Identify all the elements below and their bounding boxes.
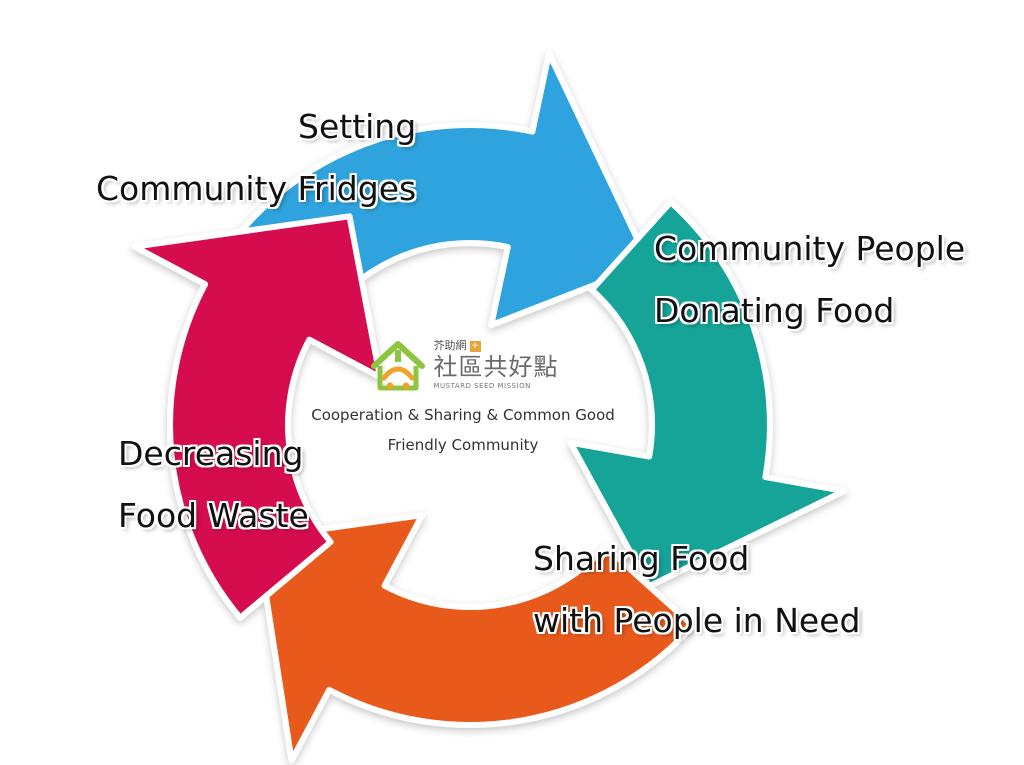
logo-sub-text: MUSTARD SEED MISSION xyxy=(433,382,531,390)
logo-top-text: 芥助網 xyxy=(433,339,467,352)
center-block: 芥助網+ 社區共好點 MUSTARD SEED MISSION Cooperat… xyxy=(300,336,626,460)
step-label-sharing-food: Sharing Food with People in Need xyxy=(533,528,860,652)
cycle-arrow-waste xyxy=(131,213,383,621)
step-label-line: Food Waste xyxy=(118,496,309,535)
tagline-line-1: Cooperation & Sharing & Common Good xyxy=(311,406,615,424)
house-logo-icon xyxy=(370,341,425,391)
step-label-line: Sharing Food xyxy=(533,539,750,578)
step-label-line: Donating Food xyxy=(654,291,895,330)
step-label-line: Community People xyxy=(654,229,966,268)
step-label-line: Setting xyxy=(298,107,417,146)
step-label-line: Decreasing xyxy=(118,434,304,473)
cycle-arrow-sharing xyxy=(254,512,696,764)
step-label-line: with People in Need xyxy=(533,601,861,640)
logo-main-text: 社區共好點 xyxy=(433,353,559,381)
cycle-arrow-donating xyxy=(567,199,848,590)
center-tagline: Cooperation & Sharing & Common Good Frie… xyxy=(300,400,626,460)
step-label-decreasing-food-waste: Decreasing Food Waste xyxy=(118,423,309,547)
organization-logo: 芥助網+ 社區共好點 MUSTARD SEED MISSION xyxy=(368,336,559,394)
plus-badge-icon: + xyxy=(469,340,481,352)
step-label-line: Community Fridges xyxy=(96,169,417,208)
logo-top-row: 芥助網+ xyxy=(434,339,559,353)
step-label-donating-food: Community People Donating Food xyxy=(654,218,965,342)
logo-text: 芥助網+ 社區共好點 MUSTARD SEED MISSION xyxy=(434,339,559,391)
step-label-setting-community-fridges: Setting Community Fridges xyxy=(96,96,416,220)
tagline-line-2: Friendly Community xyxy=(387,436,539,454)
